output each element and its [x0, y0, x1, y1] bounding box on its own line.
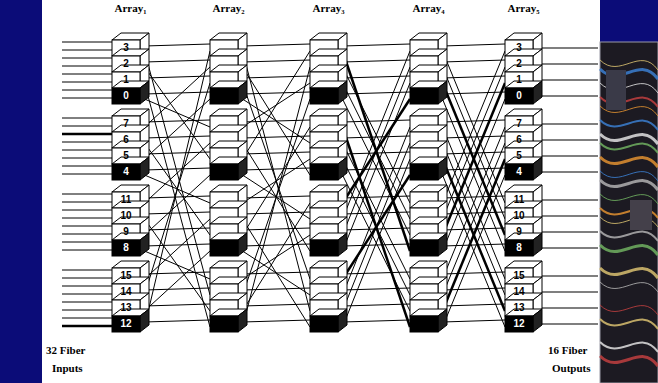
port-number: 14 — [505, 285, 533, 299]
port-number: 9 — [112, 225, 140, 239]
port-number: 15 — [505, 269, 533, 283]
fiber-caption: 16 Fiber — [548, 344, 587, 356]
port-number: 13 — [505, 301, 533, 315]
array-title: Array₄ — [412, 2, 444, 14]
array-title: Array₃ — [312, 2, 344, 14]
fiber-caption: Inputs — [52, 362, 83, 374]
port-number: 3 — [112, 41, 140, 55]
array-title: Array₅ — [507, 2, 539, 14]
port-number: 0 — [505, 89, 533, 103]
port-number: 11 — [505, 193, 533, 207]
port-number: 4 — [112, 165, 140, 179]
array-title: Array₂ — [212, 2, 244, 14]
port-number: 6 — [112, 133, 140, 147]
port-number: 12 — [505, 317, 533, 331]
port-number: 15 — [112, 269, 140, 283]
port-number: 9 — [505, 225, 533, 239]
port-number: 8 — [505, 241, 533, 255]
port-number: 11 — [112, 193, 140, 207]
white-panel — [42, 0, 600, 383]
port-number: 13 — [112, 301, 140, 315]
array-title: Array₁ — [114, 2, 146, 14]
port-number: 12 — [112, 317, 140, 331]
fiber-caption: Outputs — [552, 362, 591, 374]
port-number: 0 — [112, 89, 140, 103]
port-number: 2 — [505, 57, 533, 71]
fiber-wires — [62, 42, 598, 327]
port-number: 6 — [505, 133, 533, 147]
port-number: 2 — [112, 57, 140, 71]
port-number: 4 — [505, 165, 533, 179]
port-number: 3 — [505, 41, 533, 55]
port-number: 8 — [112, 241, 140, 255]
port-number: 1 — [112, 73, 140, 87]
port-number: 14 — [112, 285, 140, 299]
port-number: 10 — [112, 209, 140, 223]
port-number: 7 — [112, 117, 140, 131]
fiber-caption: 32 Fiber — [46, 344, 85, 356]
port-number: 7 — [505, 117, 533, 131]
port-number: 5 — [505, 149, 533, 163]
port-number: 1 — [505, 73, 533, 87]
photo — [600, 42, 658, 383]
switch-cubes — [112, 33, 542, 332]
port-number: 10 — [505, 209, 533, 223]
port-number: 5 — [112, 149, 140, 163]
